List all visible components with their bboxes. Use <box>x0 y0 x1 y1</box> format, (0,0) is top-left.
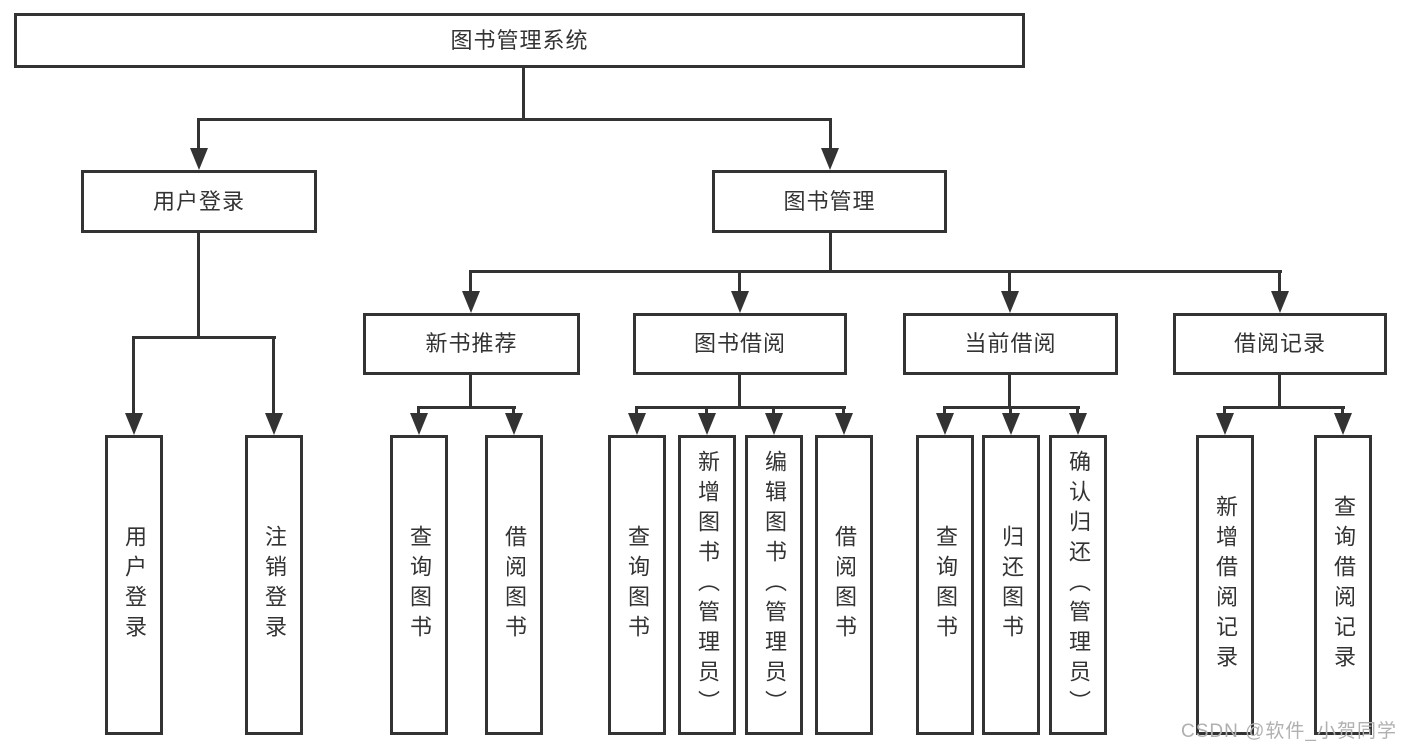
connector-new-book-rail <box>418 406 516 409</box>
connector-root-drop <box>522 68 525 121</box>
leaf-borrow-books-recommend: 借阅图书 <box>485 435 543 735</box>
connector-borrow-records-rail <box>1224 406 1345 409</box>
connector-leaf-drop <box>512 406 515 418</box>
arrowhead-leaf <box>1069 413 1087 435</box>
arrowhead-leaf <box>936 413 954 435</box>
leaf-label: 确认归还（管理员） <box>1066 450 1091 720</box>
connector-user-login-rail <box>133 336 276 339</box>
arrowhead-leaf <box>125 413 143 435</box>
node-new-book-recommend: 新书推荐 <box>363 313 580 375</box>
leaf-user-login: 用户登录 <box>105 435 163 735</box>
leaf-add-borrow-record: 新增借阅记录 <box>1196 435 1254 735</box>
leaf-confirm-return-admin: 确认归还（管理员） <box>1049 435 1107 735</box>
leaf-label: 查询图书 <box>933 525 958 645</box>
arrowhead-leaf <box>1002 413 1020 435</box>
connector-leaf-drop <box>705 406 708 418</box>
leaf-add-books-admin: 新增图书（管理员） <box>678 435 736 735</box>
leaf-label: 查询借阅记录 <box>1331 495 1356 675</box>
leaf-label: 查询图书 <box>407 525 432 645</box>
arrowhead-leaf <box>265 413 283 435</box>
connector-book-mgmt-drop <box>829 118 832 152</box>
leaf-borrow-books: 借阅图书 <box>815 435 873 735</box>
node-book-management-system: 图书管理系统 <box>14 13 1025 68</box>
leaf-label: 新增图书（管理员） <box>695 450 720 720</box>
connector-leaf-drop <box>1223 406 1226 418</box>
node-current-borrowing: 当前借阅 <box>903 313 1118 375</box>
leaf-label: 用户登录 <box>122 525 147 645</box>
node-label: 图书借阅 <box>693 331 786 356</box>
arrowhead-user-login <box>190 148 208 170</box>
connector-leaf-drop <box>132 336 135 418</box>
arrowhead-leaf <box>765 413 783 435</box>
leaf-edit-books-admin: 编辑图书（管理员） <box>745 435 803 735</box>
csdn-watermark: CSDN @软件_小贺同学 <box>1181 721 1397 742</box>
connector-level2-rail <box>198 118 832 121</box>
leaf-query-books-recommend: 查询图书 <box>390 435 448 735</box>
node-label: 图书管理 <box>783 188 876 214</box>
node-label: 用户登录 <box>152 188 245 214</box>
connector-borrow-records-stem <box>1278 375 1281 409</box>
node-label: 借阅记录 <box>1233 331 1326 356</box>
node-user-login: 用户登录 <box>81 170 317 233</box>
leaf-label: 借阅图书 <box>832 525 857 645</box>
leaf-return-books: 归还图书 <box>982 435 1040 735</box>
leaf-label: 编辑图书（管理员） <box>762 450 787 720</box>
arrowhead-leaf <box>628 413 646 435</box>
connector-level3-drop <box>1008 270 1011 296</box>
leaf-query-borrow-record: 查询借阅记录 <box>1314 435 1372 735</box>
node-borrowing-records: 借阅记录 <box>1173 313 1387 375</box>
connector-current-borrow-rail <box>944 406 1080 409</box>
leaf-logout: 注销登录 <box>245 435 303 735</box>
arrowhead-leaf <box>505 413 523 435</box>
arrowhead-leaf <box>698 413 716 435</box>
connector-leaf-drop <box>1009 406 1012 418</box>
node-label: 新书推荐 <box>425 331 518 356</box>
leaf-query-books-borrowing: 查询图书 <box>608 435 666 735</box>
leaf-label: 归还图书 <box>999 525 1024 645</box>
connector-leaf-drop <box>635 406 638 418</box>
connector-user-login-stem <box>197 233 200 339</box>
connector-current-borrow-stem <box>1008 375 1011 409</box>
leaf-query-books-current: 查询图书 <box>916 435 974 735</box>
connector-new-book-stem <box>469 375 472 409</box>
arrowhead-new-book <box>462 291 480 313</box>
arrowhead-leaf <box>410 413 428 435</box>
connector-book-borrow-stem <box>738 375 741 409</box>
connector-book-borrow-rail <box>636 406 846 409</box>
connector-leaf-drop <box>943 406 946 418</box>
arrowhead-leaf <box>1334 413 1352 435</box>
connector-leaf-drop <box>272 336 275 418</box>
node-label: 图书管理系统 <box>450 27 589 53</box>
arrowhead-leaf <box>835 413 853 435</box>
connector-level3-drop <box>1278 270 1281 296</box>
node-book-borrowing: 图书借阅 <box>633 313 847 375</box>
leaf-label: 注销登录 <box>262 525 287 645</box>
leaf-label: 借阅图书 <box>502 525 527 645</box>
node-book-management: 图书管理 <box>712 170 947 233</box>
connector-level3-rail <box>470 270 1282 273</box>
arrowhead-current-borrow <box>1001 291 1019 313</box>
connector-leaf-drop <box>1341 406 1344 418</box>
arrowhead-borrow-records <box>1271 291 1289 313</box>
arrowhead-leaf <box>1216 413 1234 435</box>
connector-level3-drop <box>738 270 741 296</box>
connector-level3-drop <box>469 270 472 296</box>
leaf-label: 查询图书 <box>625 525 650 645</box>
arrowhead-book-borrow <box>731 291 749 313</box>
node-label: 当前借阅 <box>964 331 1057 356</box>
connector-leaf-drop <box>417 406 420 418</box>
connector-book-mgmt-stem <box>829 233 832 273</box>
connector-leaf-drop <box>1076 406 1079 418</box>
leaf-label: 新增借阅记录 <box>1213 495 1238 675</box>
connector-user-login-drop <box>197 118 200 152</box>
connector-leaf-drop <box>772 406 775 418</box>
arrowhead-book-mgmt <box>821 148 839 170</box>
connector-leaf-drop <box>842 406 845 418</box>
